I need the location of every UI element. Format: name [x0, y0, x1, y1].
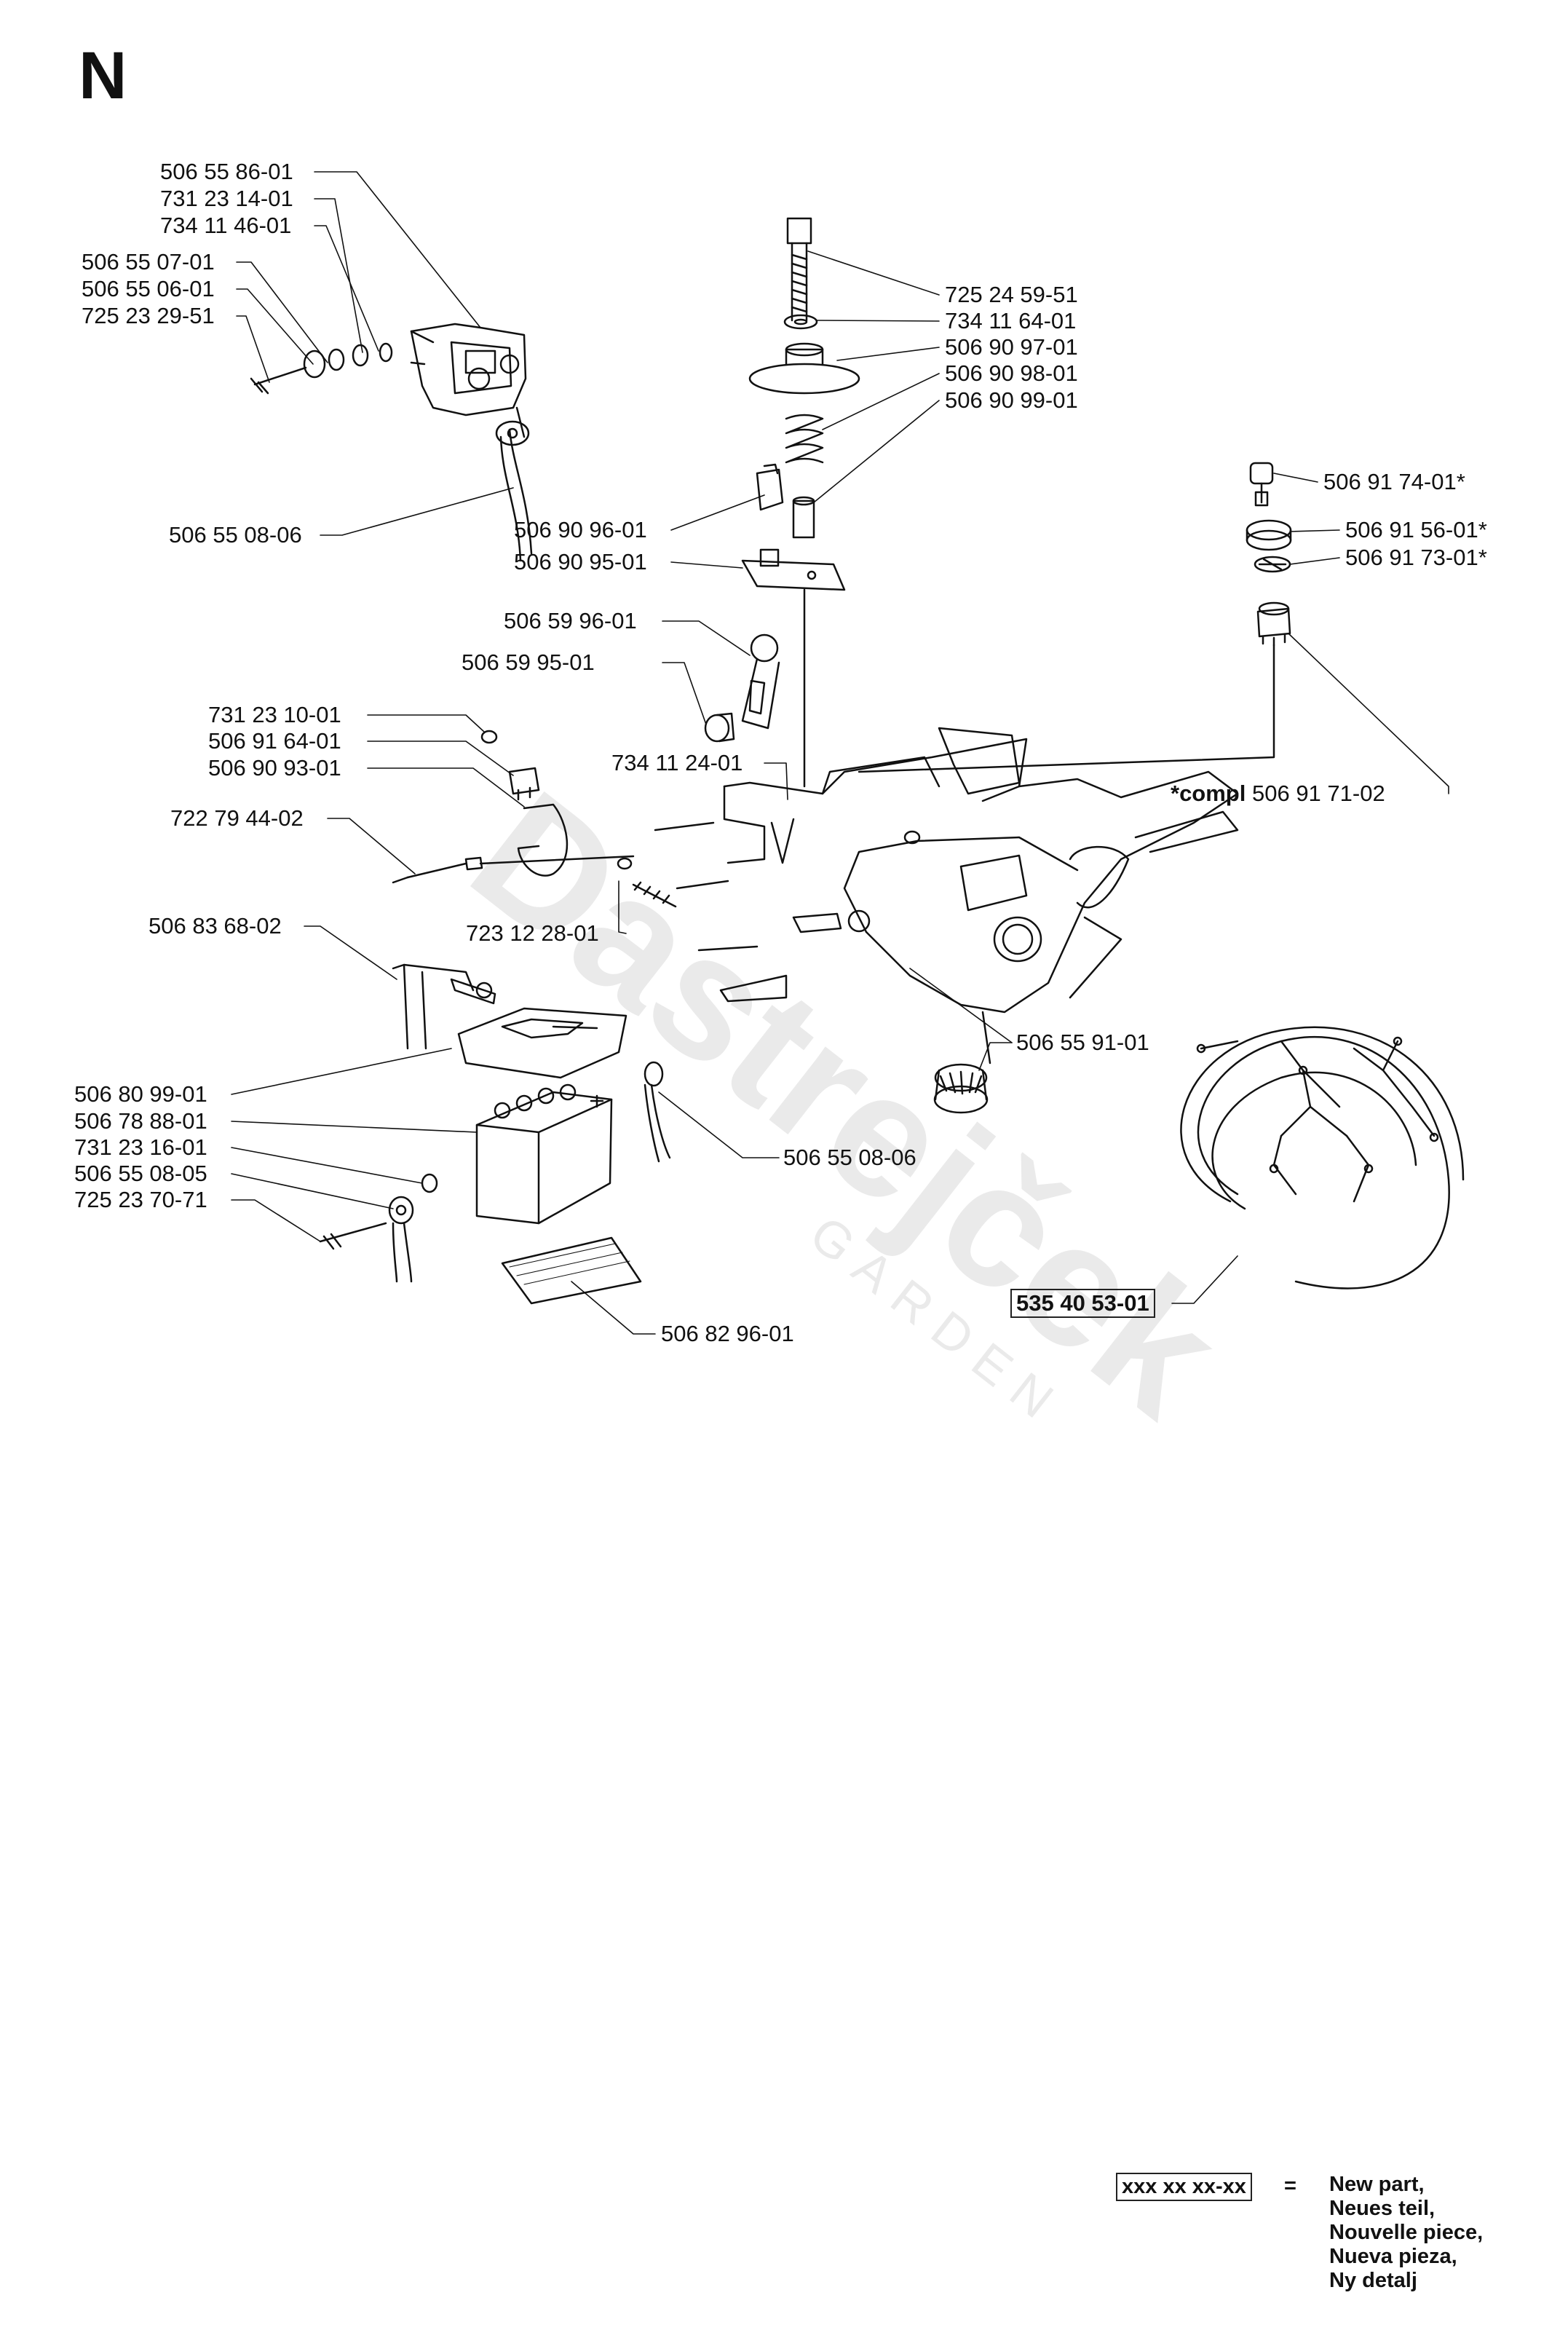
section-letter: N: [79, 39, 127, 113]
part-label: 725 23 70-71: [74, 1187, 207, 1212]
legend-line: Nueva pieza,: [1329, 2245, 1457, 2268]
solenoid-assembly-drawing: [250, 323, 533, 562]
part-label: 506 59 96-01: [504, 608, 637, 633]
chassis-frame-drawing: [654, 727, 1239, 1065]
part-label: 506 91 56-01*: [1345, 517, 1487, 542]
legend-text: New part, Neues teil, Nouvelle piece, Nu…: [1329, 2173, 1483, 2293]
part-label: 731 23 10-01: [208, 702, 341, 727]
part-label: 734 11 64-01: [945, 308, 1077, 333]
part-label: 734 11 46-01: [160, 213, 292, 238]
part-label: 506 55 08-06: [169, 522, 302, 548]
legend-line: Neues teil,: [1329, 2197, 1436, 2220]
part-label: 506 90 97-01: [945, 334, 1078, 360]
lever-drawing: [704, 633, 780, 743]
legend-code-box: xxx xx xx-xx: [1116, 2173, 1252, 2201]
part-label: 506 90 96-01: [514, 517, 647, 542]
part-label: 506 90 99-01: [945, 387, 1078, 413]
part-label: 506 91 64-01: [208, 728, 341, 754]
battery-group-drawing: [319, 963, 671, 1305]
wiring-harness-drawing: [1180, 1026, 1465, 1290]
part-label: 506 55 86-01: [160, 159, 293, 184]
part-label: 506 91 73-01*: [1345, 545, 1487, 570]
legend-line: New part,: [1329, 2173, 1425, 2196]
part-label: 506 59 95-01: [462, 649, 595, 675]
part-label: 734 11 24-01: [611, 750, 743, 775]
seat-switch-assembly-drawing: [741, 217, 860, 788]
new-part-label: 535 40 53-01: [1010, 1289, 1155, 1318]
part-label: 506 55 08-06: [783, 1145, 916, 1170]
part-label: 731 23 16-01: [74, 1134, 207, 1160]
legend-equals: =: [1284, 2174, 1296, 2197]
legend-line: Ny detalj: [1329, 2269, 1417, 2292]
part-label: 506 90 95-01: [514, 549, 647, 574]
part-label: 506 83 68-02: [149, 913, 282, 939]
part-label: 506 90 98-01: [945, 360, 1078, 386]
watermark-logo: Dastrejček GARDEN: [438, 754, 1255, 1453]
ignition-switch-drawing: [858, 462, 1292, 773]
part-label: 506 82 96-01: [661, 1321, 794, 1346]
part-label: 506 91 71-02: [1251, 781, 1385, 806]
part-label: 722 79 44-02: [170, 805, 304, 831]
legend-line: Nouvelle piece,: [1329, 2221, 1484, 2244]
part-label: 731 23 14-01: [160, 186, 293, 211]
part-label: 506 78 88-01: [74, 1108, 207, 1134]
leader-lines: [231, 171, 1449, 1335]
part-label: 506 55 06-01: [82, 276, 215, 301]
compl-label: *compl 506 91 71-02: [1171, 781, 1385, 806]
part-label: 725 23 29-51: [82, 303, 215, 328]
part-label: 725 24 59-51: [945, 282, 1078, 307]
compl-prefix: *compl: [1171, 781, 1246, 806]
part-label: 506 55 07-01: [82, 249, 215, 275]
part-label: 506 55 08-05: [74, 1161, 207, 1186]
part-label: 723 12 28-01: [466, 920, 599, 946]
part-label: 506 91 74-01*: [1323, 469, 1465, 494]
part-label: 506 90 93-01: [208, 755, 341, 781]
part-label: 506 55 91-01: [1016, 1030, 1149, 1055]
clamp-and-cable-drawing: [392, 730, 677, 908]
bellows-boot-drawing: [933, 1063, 989, 1114]
part-label: 506 80 99-01: [74, 1081, 207, 1107]
